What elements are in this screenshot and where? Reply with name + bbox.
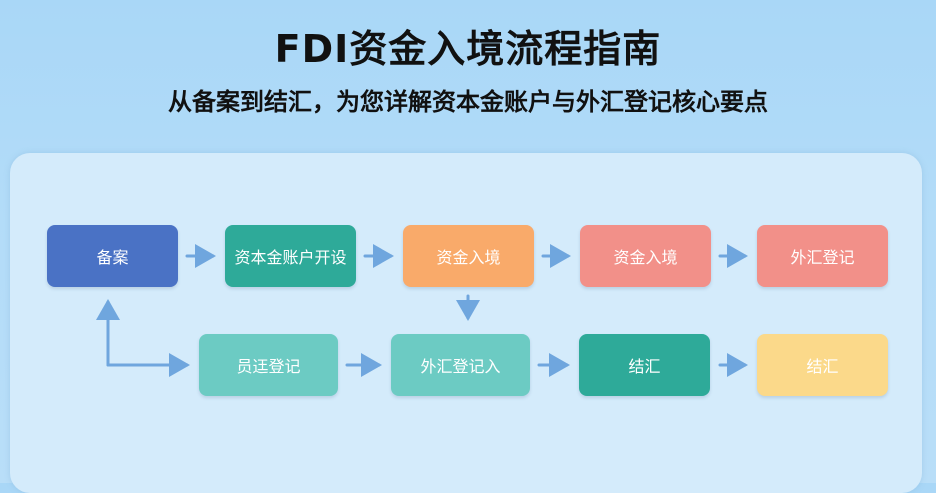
node-settlement-2: 结汇: [757, 334, 888, 396]
node-filing: 备案: [47, 225, 178, 287]
node-open-capital-account: 资本金账户开设: [225, 225, 356, 287]
node-funds-inflow-1: 资金入境: [403, 225, 534, 287]
node-label: 资本金账户开设: [234, 248, 347, 267]
node-label: 外汇登记入: [420, 357, 501, 376]
node-label: 资金入境: [613, 248, 678, 267]
node-registration-bottom: 员迋登记: [199, 334, 338, 396]
node-forex-registration-top: 外汇登记: [757, 225, 888, 287]
node-settlement-1: 结汇: [579, 334, 710, 396]
node-label: 结汇: [628, 357, 661, 376]
page-title: FDI资金入境流程指南: [274, 27, 662, 71]
node-label: 外汇登记: [790, 248, 855, 267]
node-label: 结汇: [806, 357, 839, 376]
node-label: 备案: [96, 248, 129, 267]
flow-panel: [10, 153, 922, 493]
node-forex-registration-inflow: 外汇登记入: [391, 334, 530, 396]
node-label: 员迋登记: [236, 357, 301, 376]
node-funds-inflow-2: 资金入境: [580, 225, 711, 287]
page-subtitle: 从备案到结汇，为您详解资本金账户与外汇登记核心要点: [168, 88, 768, 116]
node-label: 资金入境: [436, 248, 501, 267]
